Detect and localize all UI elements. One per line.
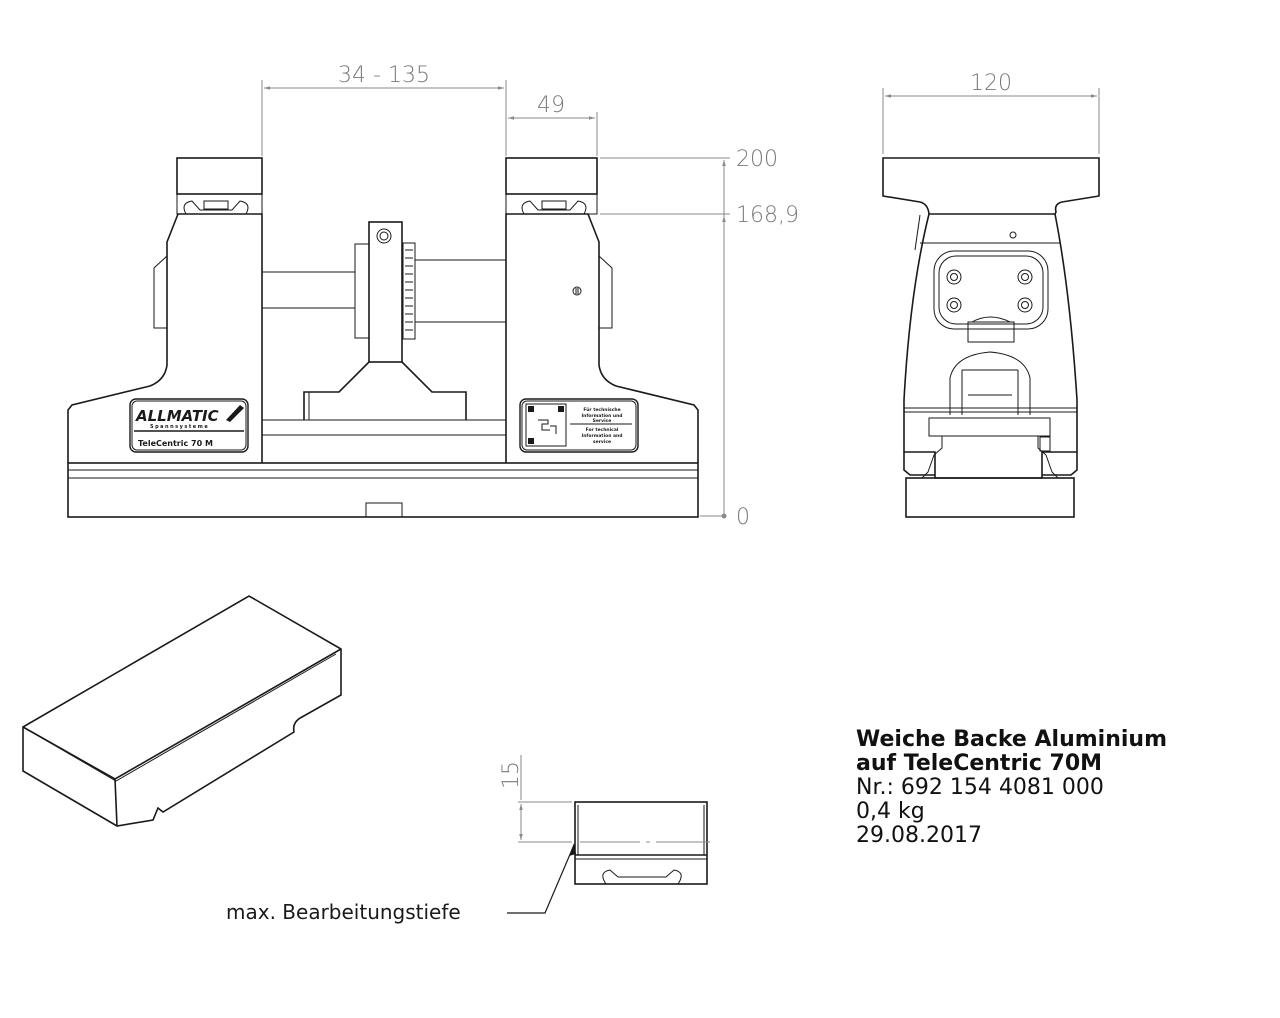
title-line-2: auf TeleCentric 70M <box>856 751 1103 776</box>
nameplate-model: TeleCentric 70 M <box>138 439 213 448</box>
detail-view: 15 <box>499 755 710 914</box>
svg-text:0: 0 <box>736 505 750 530</box>
side-soft-jaw <box>882 157 1100 215</box>
date: 29.08.2017 <box>856 823 982 848</box>
svg-text:49: 49 <box>537 93 565 118</box>
front-view: ALLMATIC Spannsysteme TeleCentric 70 M F… <box>67 63 799 530</box>
svg-text:service: service <box>593 439 611 445</box>
svg-text:Für technische: Für technische <box>583 407 620 413</box>
svg-text:15: 15 <box>499 761 524 789</box>
side-view: 120 <box>882 71 1100 518</box>
center-support <box>368 221 403 363</box>
svg-text:200: 200 <box>736 147 778 172</box>
svg-text:Service: Service <box>593 418 612 424</box>
dimension-heights: 200 168,9 0 <box>600 147 799 530</box>
title-line-1: Weiche Backe Aluminium <box>856 727 1167 752</box>
nameplate-service <box>519 398 639 453</box>
left-jaw-body <box>67 213 263 463</box>
qr-code <box>525 403 567 447</box>
dimension-side-width: 120 <box>882 71 1100 154</box>
weight: 0,4 kg <box>856 799 925 824</box>
nameplate-allmatic <box>129 398 249 453</box>
right-soft-jaw <box>505 157 598 195</box>
svg-text:Information and: Information and <box>582 433 623 439</box>
detail-soft-jaw <box>574 801 708 885</box>
svg-text:34 - 135: 34 - 135 <box>338 63 430 88</box>
isometric-view <box>22 595 342 827</box>
vise-base <box>67 462 699 518</box>
svg-text:120: 120 <box>970 71 1012 96</box>
svg-text:Information und: Information und <box>581 413 622 419</box>
title-block: Weiche Backe Aluminium auf TeleCentric 7… <box>856 728 1167 848</box>
left-soft-jaw <box>176 157 263 195</box>
base-notch <box>365 502 403 518</box>
part-number: Nr.: 692 154 4081 000 <box>856 775 1104 800</box>
nameplate-subtitle: Spannsysteme <box>150 424 209 430</box>
nameplate-brand: ALLMATIC <box>135 407 219 425</box>
svg-text:For technical: For technical <box>586 427 619 433</box>
callout-leader <box>507 844 575 914</box>
dimension-depth: 15 <box>499 755 572 843</box>
scale-ring <box>402 242 416 340</box>
iso-soft-jaw <box>22 595 342 827</box>
dimension-jaw-width: 49 <box>508 93 598 156</box>
mounting-plate <box>933 250 1049 330</box>
right-jaw-body <box>505 213 699 463</box>
callout-machining-depth: max. Bearbeitungstiefe <box>226 900 461 924</box>
svg-text:168,9: 168,9 <box>736 203 799 228</box>
dimension-jaw-opening: 34 - 135 <box>261 63 507 156</box>
side-base <box>905 477 1075 518</box>
